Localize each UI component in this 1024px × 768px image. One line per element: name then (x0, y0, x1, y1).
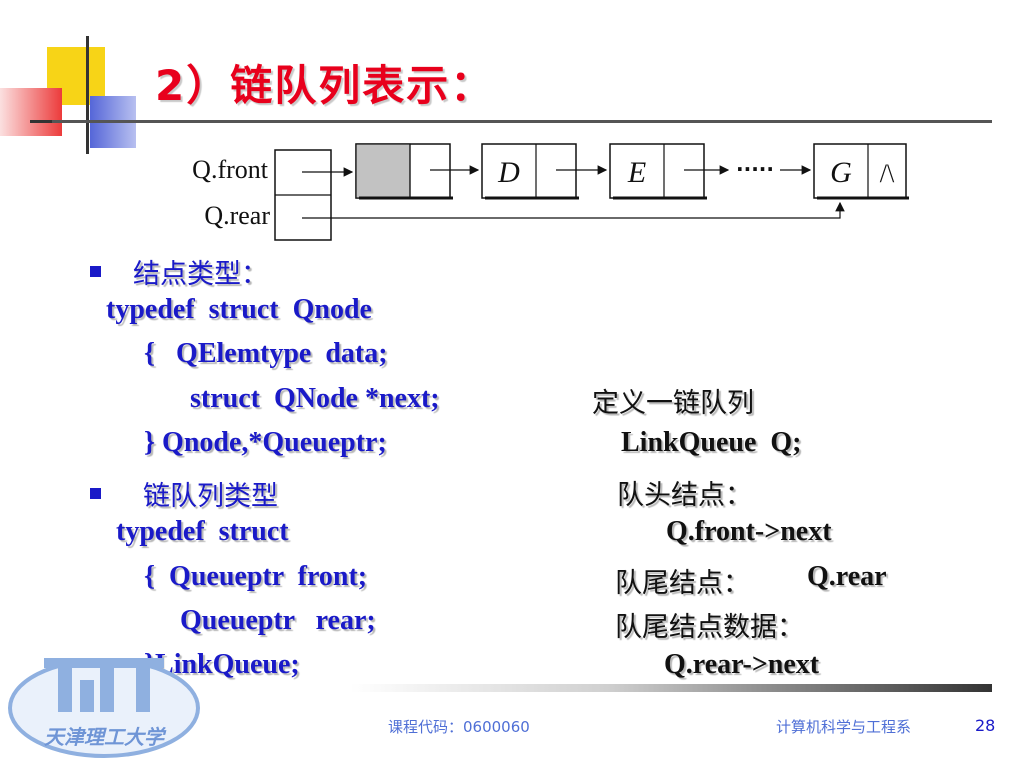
linked-queue-diagram: Q.front Q.rear D E G /\ ····· (192, 143, 909, 241)
ellipsis: ····· (736, 157, 774, 181)
university-logo: 天津理工大学 (8, 658, 200, 758)
code-line: } Qnode,*Queueptr; (144, 427, 387, 458)
bullet-1 (90, 266, 101, 277)
front-label: Q.front (192, 155, 269, 184)
deco-vertical-line (86, 36, 89, 154)
code-line: struct QNode *next; (190, 383, 440, 414)
title-divider (52, 120, 992, 123)
footer-bar (350, 684, 992, 692)
note-tail-expr: Q.rear (807, 561, 887, 592)
code-line: { QElemtype data; (144, 338, 388, 369)
note-tail-label: 队尾结点： (615, 568, 750, 599)
node-e-label: E (627, 156, 646, 189)
note-define: 定义一链队列 (592, 388, 754, 419)
note-head-expr: Q.front->next (666, 516, 832, 547)
code-line: { Queueptr front; (144, 561, 368, 592)
null-pointer-symbol: /\ (880, 159, 895, 188)
note-tail-data-expr: Q.rear->next (664, 649, 820, 680)
node-d-label: D (497, 156, 520, 189)
course-code: 课程代码：0600060 (388, 718, 530, 736)
note-tail-data-label: 队尾结点数据： (615, 612, 804, 643)
node-d (481, 143, 577, 199)
page-title: 2）链队列表示： (155, 61, 495, 110)
node-g (813, 143, 907, 199)
code-line: typedef struct (116, 516, 289, 547)
deco-red-square (0, 88, 62, 136)
code-line: typedef struct Qnode (106, 294, 372, 325)
department-name: 计算机科学与工程系 (776, 718, 912, 736)
section-1-heading: 结点类型： (133, 259, 268, 290)
node-e (609, 143, 705, 199)
rear-pointer (302, 201, 845, 219)
note-decl: LinkQueue Q; (621, 427, 802, 458)
note-head-label: 队头结点： (617, 480, 752, 511)
node-g-label: G (830, 156, 852, 189)
rear-label: Q.rear (204, 201, 270, 230)
section-2-heading: 链队列类型 (143, 481, 278, 512)
bullet-2 (90, 488, 101, 499)
code-line: Queueptr rear; (180, 605, 376, 636)
logo-text: 天津理工大学 (44, 725, 167, 749)
page-number: 28 (975, 716, 996, 735)
